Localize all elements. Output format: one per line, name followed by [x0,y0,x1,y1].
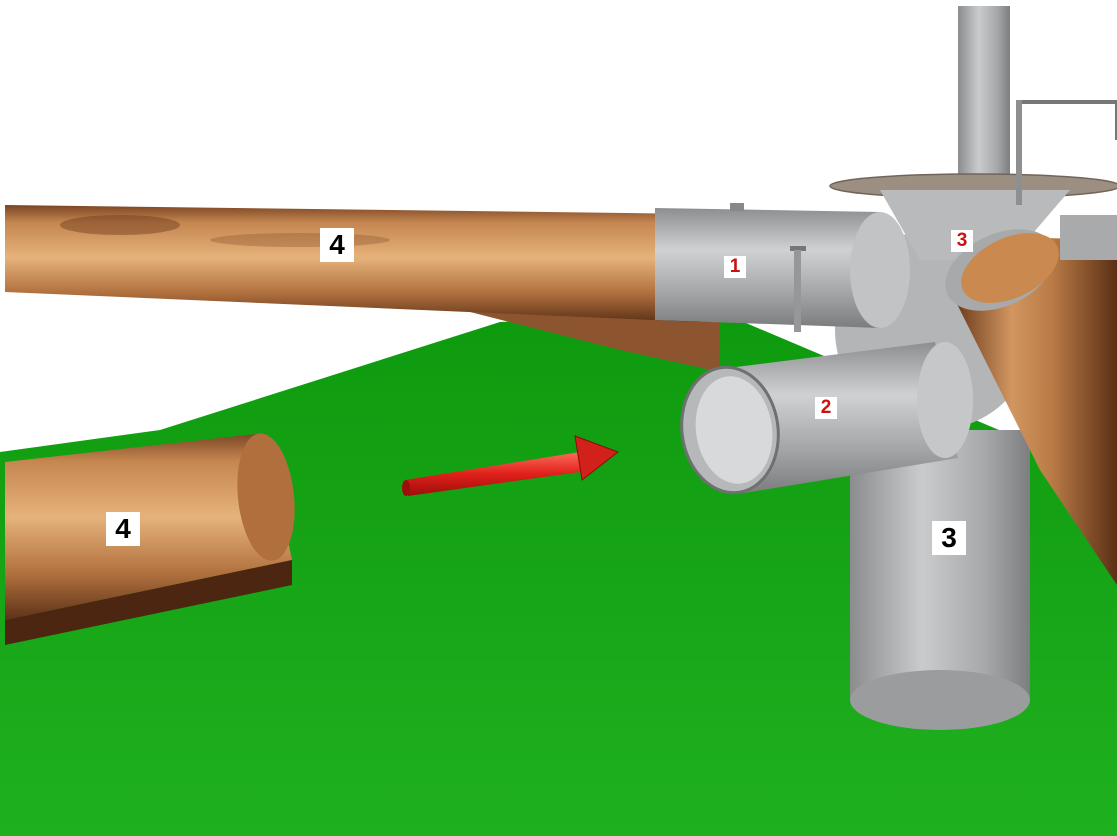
wooden-log-back [470,312,720,372]
steel-stem-top [958,6,1010,190]
label-part-3-top: 3 [951,230,973,252]
wooden-log-4-upper [5,205,700,322]
screw-top [1016,100,1117,205]
steel-sleeve-2 [680,342,973,495]
steel-sleeve-1 [655,203,910,328]
wooden-log-4-lower [5,433,295,645]
label-part-3-post: 3 [932,521,966,555]
direction-arrow [402,435,620,496]
label-part-1: 1 [724,256,746,278]
label-part-2: 2 [815,397,837,419]
steel-sleeve-right [1060,215,1117,260]
label-part-4-lower: 4 [106,512,140,546]
steel-post-3 [850,430,1030,730]
label-part-4-upper: 4 [320,228,354,262]
screw-sleeve-1 [790,246,806,332]
